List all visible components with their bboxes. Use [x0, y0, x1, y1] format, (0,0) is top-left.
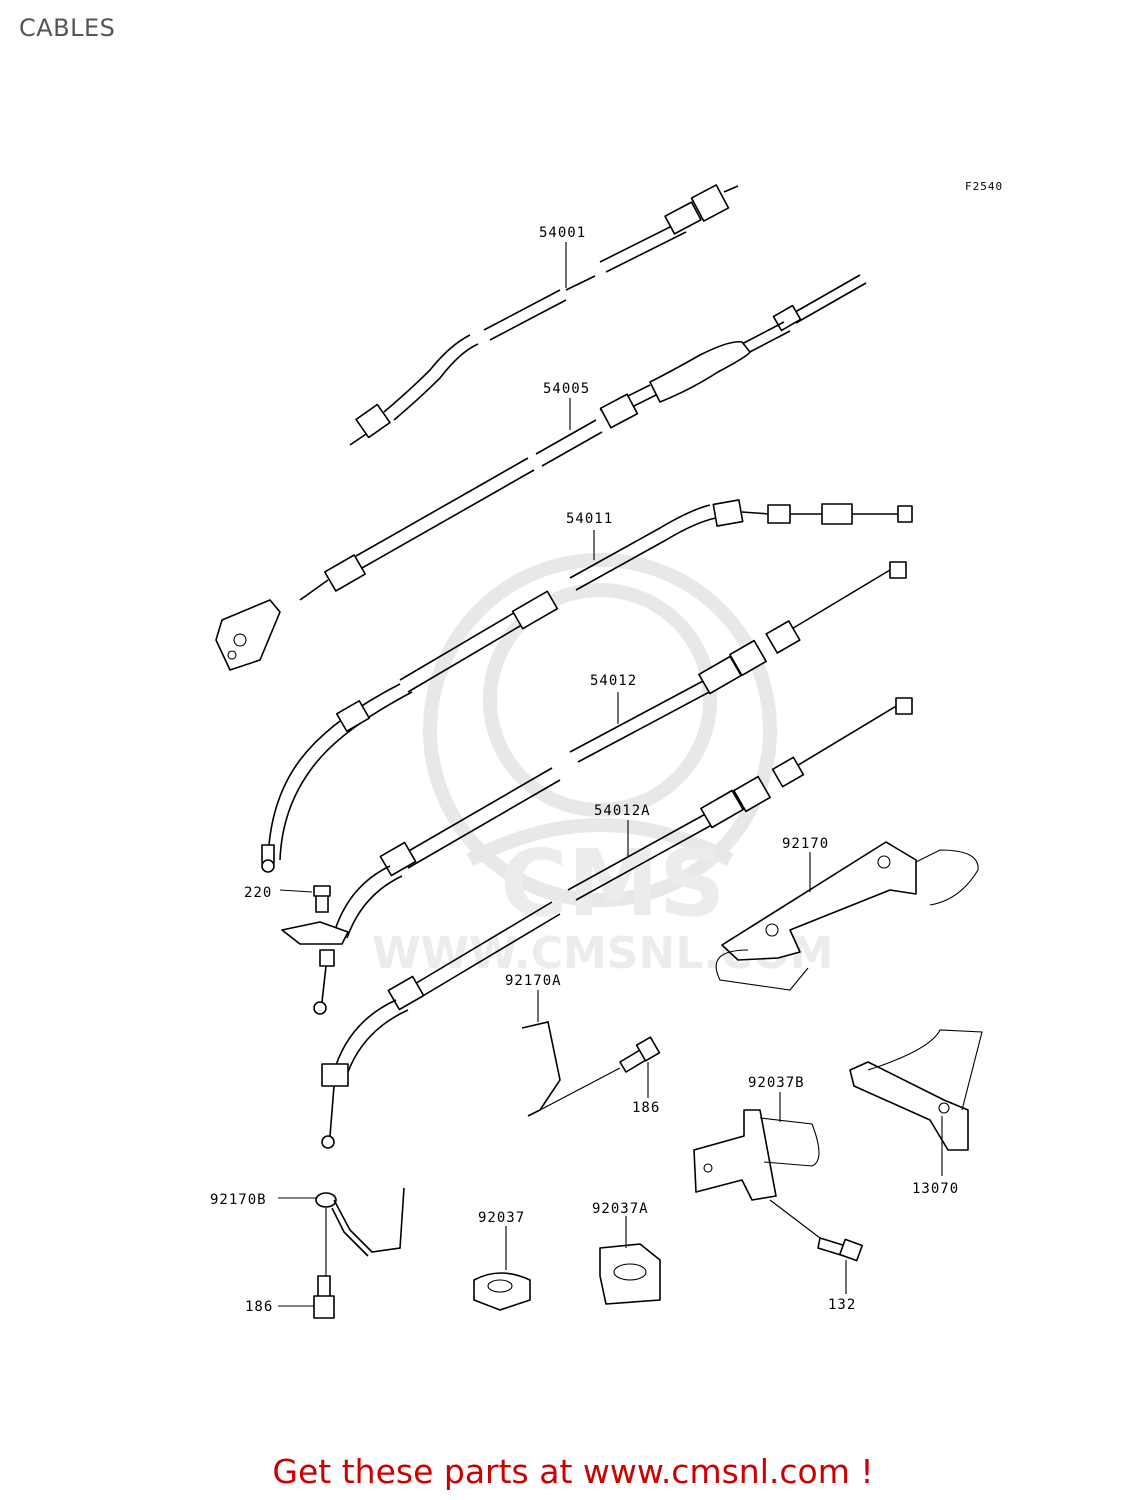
- part-92170-bracket: [715, 841, 979, 991]
- label-13070: 13070: [912, 1181, 959, 1197]
- label-92037A: 92037A: [592, 1201, 649, 1217]
- label-92170B: 92170B: [210, 1192, 267, 1208]
- footer-promo-link[interactable]: Get these parts at www.cmsnl.com !: [272, 1452, 874, 1491]
- label-92037: 92037: [478, 1210, 525, 1226]
- label-186-lower: 186: [245, 1299, 273, 1315]
- part-labels: 54001 54005 54011 54012 54012A 92170 220…: [210, 225, 959, 1315]
- cable-54001: [349, 184, 739, 446]
- part-186-bolt-lower: [313, 1275, 335, 1319]
- part-132-bolt: [769, 1199, 863, 1262]
- label-186-upper: 186: [632, 1100, 660, 1116]
- label-132: 132: [828, 1297, 856, 1313]
- part-92037B-bracket: [693, 1109, 820, 1201]
- watermark-logo: CMS WWW.CMSNL.COM: [372, 553, 834, 979]
- part-13070-guard: [849, 1029, 983, 1151]
- cable-54011: [261, 499, 913, 873]
- part-92170B-clip: [315, 1187, 405, 1257]
- part-92037A-clamp: [599, 1243, 661, 1305]
- page-title: CABLES: [19, 14, 116, 42]
- cable-54005: [215, 274, 867, 671]
- part-92170A-clip: [521, 1021, 621, 1117]
- leader-lines: [278, 242, 943, 1307]
- label-220: 220: [244, 885, 272, 901]
- watermark-logo-text: CMS: [500, 830, 725, 937]
- label-92170A: 92170A: [505, 973, 562, 989]
- part-220-screw: [313, 885, 331, 913]
- label-54012: 54012: [590, 673, 637, 689]
- ref-code: F2540: [965, 180, 1003, 193]
- part-186-bolt-upper: [619, 1036, 661, 1073]
- cable-54012: [281, 561, 907, 1015]
- label-54005: 54005: [543, 381, 590, 397]
- label-92037B: 92037B: [748, 1075, 805, 1091]
- label-54001: 54001: [539, 225, 586, 241]
- cable-54012A: [321, 697, 913, 1149]
- label-92170: 92170: [782, 836, 829, 852]
- label-54012A: 54012A: [594, 803, 651, 819]
- part-92037-clamp: [473, 1272, 531, 1311]
- label-54011: 54011: [566, 511, 613, 527]
